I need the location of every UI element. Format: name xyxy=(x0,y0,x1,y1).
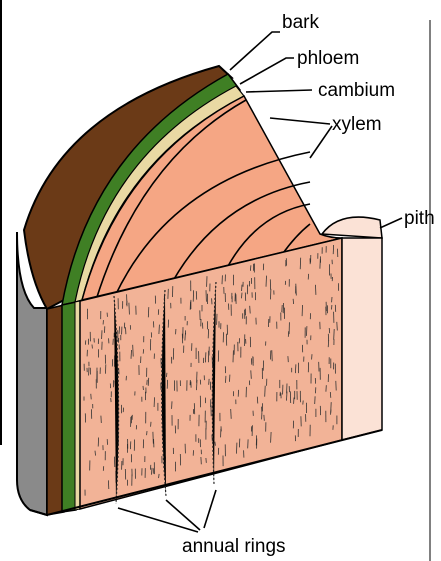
grain-mark xyxy=(242,293,243,299)
annual-rings-leader-2 xyxy=(166,500,200,530)
pith-top xyxy=(322,217,382,238)
grain-mark xyxy=(131,350,132,359)
grain-mark xyxy=(133,345,134,357)
label-bark: bark xyxy=(282,12,319,33)
grain-mark xyxy=(257,397,258,404)
grain-mark xyxy=(295,364,296,373)
grain-mark xyxy=(271,432,272,443)
grain-mark xyxy=(265,386,266,397)
grain-mark xyxy=(293,299,294,304)
grain-mark xyxy=(251,370,252,378)
pith-side-face xyxy=(342,238,382,440)
grain-mark xyxy=(250,306,251,314)
grain-mark xyxy=(95,451,96,456)
grain-mark xyxy=(300,258,301,270)
grain-mark xyxy=(215,442,216,446)
pith-leader xyxy=(380,218,402,228)
grain-mark xyxy=(334,329,335,340)
grain-mark xyxy=(330,392,331,398)
cambium-leader xyxy=(246,90,312,92)
xylem-leader-1 xyxy=(270,118,330,124)
grain-mark xyxy=(331,402,332,413)
xylem-leader-2 xyxy=(310,126,332,158)
grain-mark xyxy=(205,352,206,362)
grain-mark xyxy=(231,409,232,419)
grain-mark xyxy=(250,265,251,271)
grain-mark xyxy=(296,284,297,296)
label-annual-rings: annual rings xyxy=(182,536,286,557)
grain-mark xyxy=(287,392,288,401)
grain-mark xyxy=(328,340,329,347)
label-xylem: xylem xyxy=(332,114,382,135)
grain-mark xyxy=(159,474,160,478)
grain-mark xyxy=(329,328,330,333)
annual-rings-leader-1 xyxy=(118,508,198,532)
phloem-leader xyxy=(240,58,294,84)
grain-mark xyxy=(337,322,338,331)
label-pith: pith xyxy=(404,208,435,229)
phloem-side-strip xyxy=(62,302,76,512)
grain-mark xyxy=(148,378,149,386)
grain-mark xyxy=(148,307,149,317)
grain-mark xyxy=(152,468,153,475)
label-cambium: cambium xyxy=(318,80,395,101)
grain-mark xyxy=(197,380,198,390)
label-phloem: phloem xyxy=(297,48,359,69)
bark-leader xyxy=(230,32,280,70)
grain-mark xyxy=(266,276,267,287)
grain-mark xyxy=(129,303,130,315)
annual-rings-leader-3 xyxy=(204,490,216,528)
grain-mark xyxy=(159,325,160,334)
